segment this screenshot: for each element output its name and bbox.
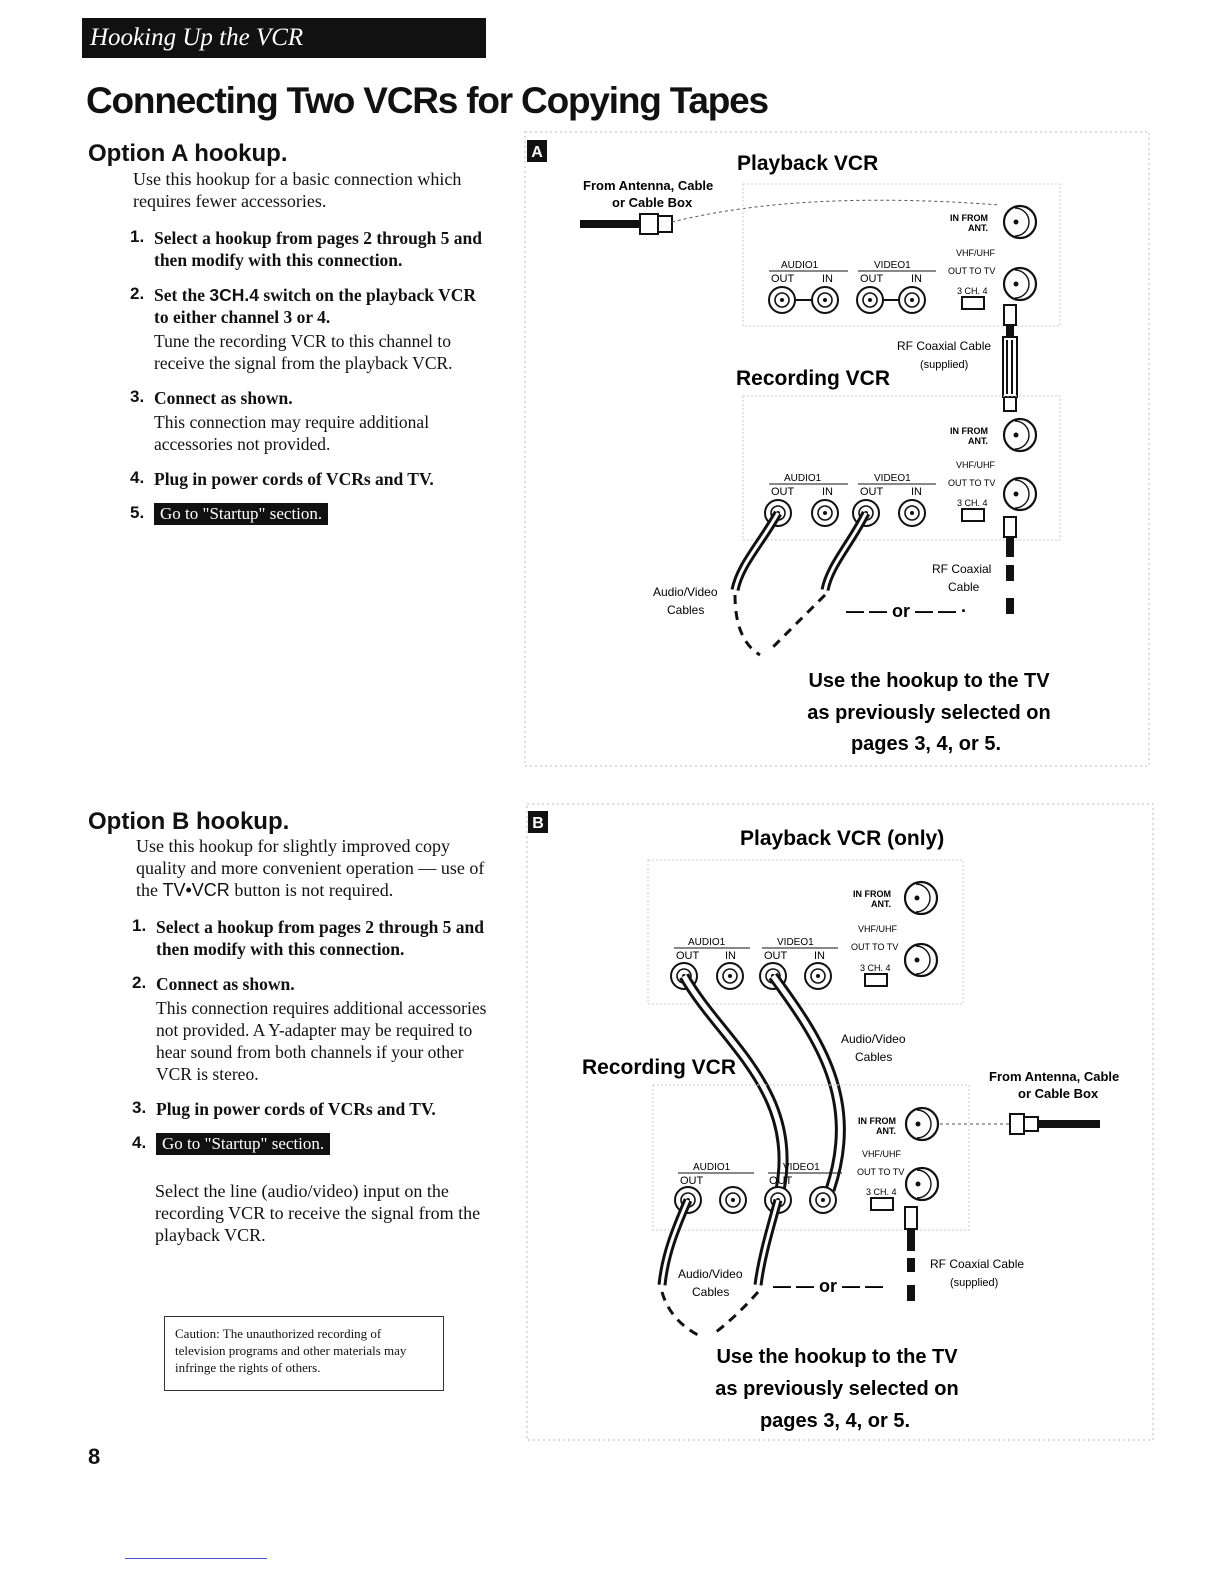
option-a-steps: 1. Select a hookup from pages 2 through … [130,227,490,538]
audio-video-cables [730,510,871,657]
tv-hookup-note-2: as previously selected on [807,702,1050,724]
diagram-a-badge [527,140,547,162]
ch-switch-label: 3 CH. 4 [957,286,988,296]
video-out-label: OUT [860,273,884,285]
playback-vcr-panel [742,183,1061,327]
out-to-tv-label: OUT TO TV [948,266,995,276]
diagram-a-frame [524,131,1150,767]
audio-out-label: OUT [771,486,795,498]
ch-switch-icon [961,508,985,522]
vhf-uhf-label: VHF/UHF [956,460,995,470]
cable-label: Cable [948,580,980,594]
option-a-step-3: 3. Connect as shown. This connection may… [130,387,490,455]
playback-vcr-label: Playback VCR [737,152,878,175]
antenna-cable [580,199,1001,235]
video-label: VIDEO1 [874,260,911,271]
option-a-step-1: 1. Select a hookup from pages 2 through … [130,227,490,271]
step-body: This connection may require additional a… [154,412,430,454]
rf-coaxial-cable [1002,304,1018,412]
ch-switch-icon [961,296,985,310]
audio-out-label: OUT [771,273,795,285]
startup-section-link[interactable]: Go to "Startup" section. [154,503,329,525]
footer-rule [125,1558,267,1559]
option-b-steps: 1. Select a hookup from pages 2 through … [132,916,488,1168]
option-a-intro: Use this hookup for a basic connection w… [133,169,462,211]
recording-vcr-panel [742,395,1061,541]
step-body: Tune the recording VCR to this channel t… [154,331,453,373]
rf-coaxial-cable-label: RF Coaxial Cable [897,339,991,353]
audio-in-jack-icon [811,499,839,527]
diagram-a-badge-letter: A [531,144,543,161]
option-b-step-4: 4. Go to "Startup" section. [132,1133,488,1155]
step-title: Plug in power cords of VCRs and TV. [156,1099,436,1119]
option-b-intro: Use this hookup for slightly improved co… [136,836,485,900]
tv-hookup-note: Use the hookup to the TV [808,670,1050,692]
video-in-jack-icon [898,499,926,527]
audio-in-label: IN [822,486,833,498]
out-to-tv-jack-icon [1002,476,1038,512]
option-b-note: Select the line (audio/video) input on t… [155,1181,481,1245]
step-title: Set the 3CH.4 switch on the playback VCR… [154,285,477,327]
or-label: — — or — — · [846,601,967,621]
video-label: VIDEO1 [874,473,911,484]
audio-label: AUDIO1 [781,260,819,271]
option-b-step-3: 3. Plug in power cords of VCRs and TV. [132,1098,488,1120]
page-number: 8 [88,1444,101,1469]
from-antenna-label: From Antenna, Cable [583,178,713,193]
button-name: TV•VCR [162,880,230,900]
audio-out-jack-icon [768,286,796,314]
audio-in-jack-icon [811,286,839,314]
ant-label: ANT. [968,223,988,233]
ch-switch-label: 3 CH. 4 [957,498,988,508]
caution-box: Caution: The unauthorized recording of t… [164,1316,444,1391]
in-from-ant-jack-icon [1002,204,1038,240]
supplied-label: (supplied) [920,359,968,371]
video-in-label: IN [911,273,922,285]
audio-label: AUDIO1 [784,473,822,484]
in-from-label: IN FROM [950,213,988,223]
out-to-tv-label: OUT TO TV [948,478,995,488]
section-header-text: Hooking Up the VCR [90,24,304,51]
video-out-label: OUT [860,486,884,498]
startup-section-link[interactable]: Go to "Startup" section. [156,1133,331,1155]
step-title: Connect as shown. [154,388,293,408]
video-out-jack-icon [856,286,884,314]
av-cables-label-2: Cables [667,603,704,617]
av-cables-label: Audio/Video [653,585,718,599]
option-b-heading: Option B hookup. [88,808,290,835]
tv-hookup-note-3: pages 3, 4, or 5. [851,733,1001,755]
step-body: This connection requires additional acce… [156,998,487,1084]
rf-output-cable [1003,516,1017,614]
out-to-tv-jack-icon [1002,266,1038,302]
rf-coaxial-label: RF Coaxial [932,562,991,576]
video-in-label: IN [911,486,922,498]
section-header-bar [82,18,486,58]
recording-vcr-label: Recording VCR [736,367,890,390]
option-b-step-1: 1. Select a hookup from pages 2 through … [132,916,488,960]
from-antenna-label-2: or Cable Box [612,195,693,210]
ant-label: ANT. [968,436,988,446]
option-b-step-2: 2. Connect as shown. This connection req… [132,973,487,1084]
switch-name: 3CH.4 [209,285,260,305]
vhf-uhf-label: VHF/UHF [956,248,995,258]
step-title: Select a hookup from pages 2 through 5 a… [154,228,483,270]
option-a-step-4: 4. Plug in power cords of VCRs and TV. [130,468,490,490]
step-title: Plug in power cords of VCRs and TV. [154,469,434,489]
page-title: Connecting Two VCRs for Copying Tapes [86,80,769,121]
in-from-ant-jack-icon [1002,417,1038,453]
video-in-jack-icon [898,286,926,314]
audio-in-label: IN [822,273,833,285]
step-title: Connect as shown. [156,974,295,994]
option-a-step-2: 2. Set the 3CH.4 switch on the playback … [130,284,490,374]
step-title: Select a hookup from pages 2 through 5 a… [156,917,485,959]
option-a-step-5: 5. Go to "Startup" section. [130,503,490,525]
in-from-label: IN FROM [950,426,988,436]
option-a-heading: Option A hookup. [88,140,288,167]
